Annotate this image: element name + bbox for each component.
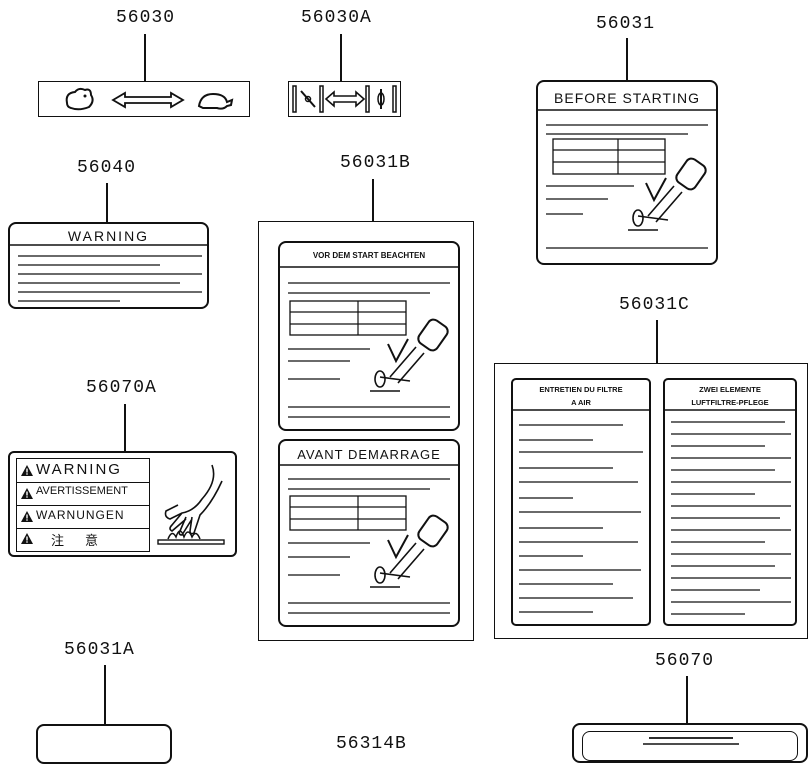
entretien-filtre-decal: ENTRETIEN DU FILTRE A AIR (511, 378, 651, 626)
part-number-56070A: 56070A (86, 378, 157, 398)
part-number-56031B: 56031B (340, 153, 411, 173)
decal-title: WARNING (67, 228, 150, 244)
before-starting-decal: BEFORE STARTING (536, 80, 718, 265)
decal-text-lines (665, 409, 797, 615)
zwei-elemente-decal: ZWEI ELEMENTE LUFTFILTRE-PFLEGE (663, 378, 797, 626)
warning-row: WARNING (17, 459, 149, 483)
decal-inner-frame (582, 731, 798, 761)
decal-title-line1: ENTRETIEN DU FILTRE (539, 385, 623, 394)
warning-triangle-icon (21, 533, 33, 544)
warning-rows: WARNING AVERTISSEMENT WARNUNGEN 注 意 (16, 458, 150, 552)
choke-closed-icon (365, 85, 397, 113)
avant-demarrage-decal: AVANT DEMARRAGE (278, 439, 460, 627)
leader-line (144, 34, 146, 82)
decal-56070-partial (572, 723, 808, 763)
decal-title-line2: A AIR (571, 398, 591, 407)
decal-56031A-partial (36, 724, 172, 764)
choke-open-icon (292, 85, 324, 113)
leader-line (372, 179, 374, 222)
warning-row-label: WARNUNGEN (36, 508, 125, 522)
part-number-partial: 56314B (336, 734, 407, 754)
warning-row-label: AVERTISSEMENT (36, 485, 128, 497)
double-arrow-icon (111, 91, 185, 109)
vor-dem-start-decal: VOR DEM START BEACHTEN (278, 241, 460, 431)
hot-surface-hand-icon (157, 464, 225, 545)
part-number-56070: 56070 (655, 651, 715, 671)
warning-row: 注 意 (17, 528, 149, 550)
hot-surface-warning-decal: WARNING AVERTISSEMENT WARNUNGEN 注 意 (8, 451, 237, 557)
part-number-56030: 56030 (116, 8, 176, 28)
decal-text-lines (643, 737, 739, 745)
oil-filter-icon (370, 514, 449, 588)
warning-triangle-icon (21, 511, 33, 522)
throttle-decal (38, 81, 250, 117)
part-number-56030A: 56030A (301, 8, 372, 28)
leader-line (124, 404, 126, 452)
part-number-56040: 56040 (77, 158, 137, 178)
decal-title: BEFORE STARTING (554, 90, 700, 106)
warning-row-label: WARNING (36, 461, 122, 478)
decal-text-lines (538, 109, 718, 249)
decal-text-lines (513, 409, 651, 613)
warning-triangle-icon (21, 488, 33, 499)
part-number-56031: 56031 (596, 14, 656, 34)
decal-text-lines (280, 464, 460, 614)
choke-decal (288, 81, 401, 117)
warning-row-label: 注 意 (51, 533, 103, 548)
air-filter-sheet: ENTRETIEN DU FILTRE A AIR ZWEI ELEMENTE … (494, 363, 808, 639)
warning-row: WARNUNGEN (17, 505, 149, 529)
oil-filter-icon (628, 157, 707, 231)
leader-line (686, 676, 688, 724)
leader-line (106, 183, 108, 223)
warning-decal: WARNING (8, 222, 209, 309)
rabbit-icon (65, 87, 94, 111)
turtle-icon (197, 92, 234, 110)
oil-filter-icon (370, 318, 449, 392)
decal-text-lines (280, 266, 460, 418)
leader-line (340, 34, 342, 82)
warning-triangle-icon (21, 465, 33, 476)
bilingual-start-sheet: VOR DEM START BEACHTEN AVANT DEMARRAGE (258, 221, 474, 641)
part-number-56031A: 56031A (64, 640, 135, 660)
decal-title: VOR DEM START BEACHTEN (312, 251, 426, 260)
leader-line (656, 320, 658, 364)
warning-row: AVERTISSEMENT (17, 482, 149, 506)
decal-title: AVANT DEMARRAGE (297, 447, 441, 462)
double-arrow-icon (324, 90, 366, 108)
decal-title-line2: LUFTFILTRE-PFLEGE (691, 398, 769, 407)
leader-line (626, 38, 628, 82)
leader-line (104, 665, 106, 725)
part-number-56031C: 56031C (619, 295, 690, 315)
decal-title-line1: ZWEI ELEMENTE (699, 385, 761, 394)
decal-text-lines (10, 244, 209, 302)
